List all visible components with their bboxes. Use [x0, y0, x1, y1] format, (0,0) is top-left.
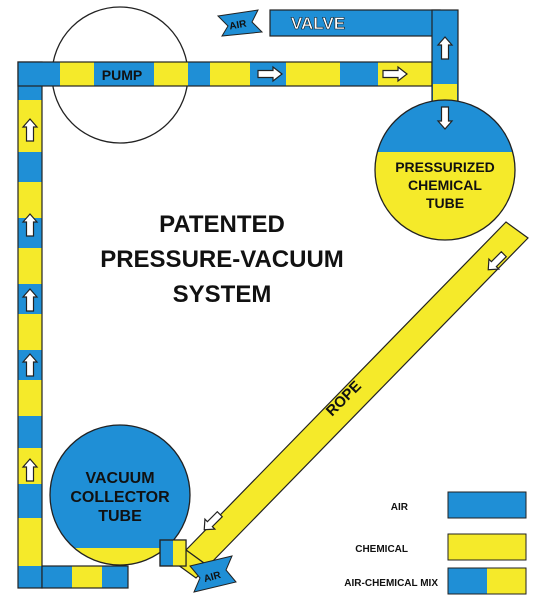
- air-intake-top: AIR: [216, 9, 264, 37]
- vacuum-label-1: VACUUM: [85, 470, 154, 487]
- legend-chemical-swatch: [447, 533, 527, 561]
- air-intake-bottom: AIR: [189, 555, 237, 593]
- title-line-3: SYSTEM: [173, 281, 272, 308]
- air-top-label: AIR: [228, 18, 248, 32]
- valve-label: VALVE: [291, 14, 345, 33]
- diagram-title: PATENTED PRESSURE-VACUUM SYSTEM: [100, 211, 344, 308]
- legend-air-swatch: [447, 491, 527, 519]
- pressurized-label-2: CHEMICAL: [408, 177, 482, 193]
- top-supply-pipe: [17, 61, 433, 87]
- vacuum-label-2: COLLECTOR: [70, 489, 170, 506]
- pressurized-label-1: PRESSURIZED: [395, 159, 495, 175]
- legend-mix-label: AIR-CHEMICAL MIX: [344, 578, 438, 589]
- legend: AIR CHEMICAL AIR-CHEMICAL MIX: [344, 491, 527, 595]
- pump-label: PUMP: [102, 67, 142, 83]
- valve-pipe: [269, 9, 459, 111]
- pressurized-label-3: TUBE: [426, 195, 464, 211]
- legend-mix-swatch: [447, 567, 527, 595]
- title-line-2: PRESSURE-VACUUM: [100, 246, 344, 273]
- legend-chemical-label: CHEMICAL: [355, 544, 408, 555]
- air-bottom-label: AIR: [203, 570, 223, 585]
- title-line-1: PATENTED: [159, 211, 285, 238]
- left-return-pipe: [17, 61, 43, 589]
- legend-air-label: AIR: [391, 502, 409, 513]
- vacuum-label-3: TUBE: [98, 508, 142, 525]
- vacuum-connector: [159, 539, 187, 567]
- bottom-pipe: [41, 565, 129, 589]
